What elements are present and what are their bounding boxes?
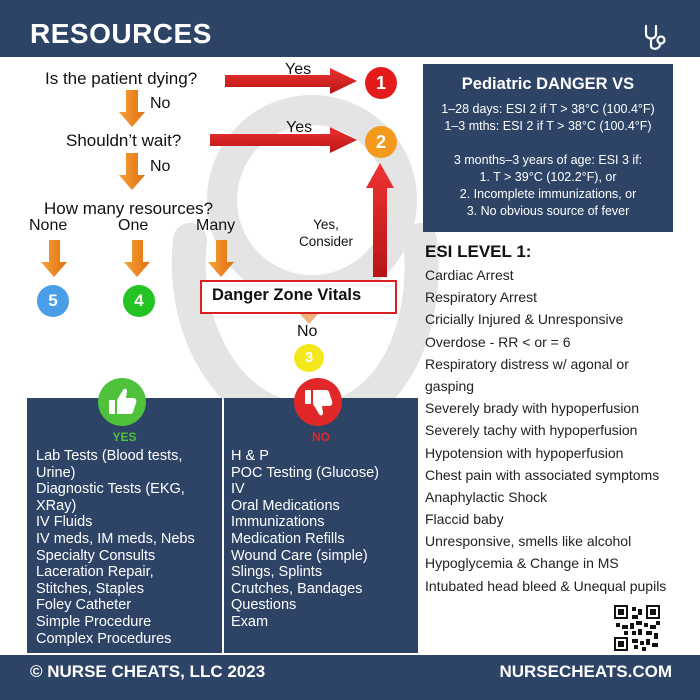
thumbs-up-icon <box>98 378 146 426</box>
list-item: Specialty Consults <box>36 547 156 564</box>
question-shouldnt-wait: Shouldn’t wait? <box>66 131 182 150</box>
list-item: Simple Procedure <box>36 613 152 630</box>
resources-none-label: None <box>29 217 68 234</box>
esi-level-4-badge: 4 <box>123 285 155 317</box>
list-item: Flaccid baby <box>425 511 504 528</box>
no-label-3: No <box>297 323 318 340</box>
list-item: IV Fluids <box>36 514 93 531</box>
thumbs-down-icon <box>294 378 342 426</box>
no-label-2: No <box>150 158 171 175</box>
list-item: Hypoglycemia & Change in MS <box>425 555 619 572</box>
list-item: Cricially Injured & Unresponsive <box>425 311 624 328</box>
list-item: Oral Medications <box>231 497 340 514</box>
list-item: Slings, Splints <box>231 564 323 581</box>
flow-arrows <box>41 68 394 324</box>
list-item: Foley Catheter <box>36 597 132 614</box>
arrow-many <box>208 240 234 277</box>
list-item: Cardiac Arrest <box>425 267 514 283</box>
list-item: Severely tachy with hypoperfusion <box>425 422 638 439</box>
arrow-consider-up <box>366 163 394 277</box>
yes-consider-label: Yes, Consider <box>299 216 353 250</box>
danger-zone-vitals-label: Danger Zone Vitals <box>212 286 362 304</box>
pediatric-line-2: 1–3 mths: ESI 2 if T > 38°C (100.4°F) <box>444 119 652 133</box>
list-item: Unresponsive, smells like alcohol <box>425 533 632 550</box>
list-item: Crutches, Bandages <box>231 580 363 597</box>
resources-one-label: One <box>118 217 149 234</box>
arrow-yes-2 <box>210 127 357 153</box>
esi-level-5-badge: 5 <box>37 285 69 317</box>
list-item: Laceration Repair, <box>36 564 154 581</box>
list-item: Intubated head bleed & Unequal pupils <box>425 577 667 594</box>
list-item: gasping <box>425 377 475 394</box>
arrow-no-2 <box>119 153 145 190</box>
pediatric-line-6: 3. No obvious source of fever <box>466 204 630 218</box>
page-title: RESOURCES <box>30 18 212 49</box>
esi-level-3-badge: 3 <box>294 344 324 372</box>
footer-website-link[interactable]: NURSECHEATS.COM <box>499 662 672 681</box>
pediatric-line-1: 1–28 days: ESI 2 if T > 38°C (100.4°F) <box>441 102 655 116</box>
arrow-yes-1 <box>225 68 357 94</box>
resources-many-label: Many <box>196 217 236 234</box>
no-resources-list: H & P POC Testing (Glucose) IV Oral Medi… <box>231 448 416 631</box>
list-item: IV <box>231 481 245 498</box>
esi-level-1-title: ESI LEVEL 1: <box>425 242 532 261</box>
yes-resources-panel <box>27 398 222 653</box>
list-item: XRay) <box>36 497 77 514</box>
esi-level-1-list: Cardiac Arrest Respiratory Arrest Cricia… <box>425 264 695 597</box>
list-item: H & P <box>231 448 269 464</box>
list-item: IV meds, IM meds, Nebs <box>36 530 195 547</box>
list-item: Immunizations <box>231 514 325 531</box>
list-item: Urine) <box>36 464 76 481</box>
arrow-no-1 <box>119 90 145 127</box>
pediatric-danger-title: Pediatric DANGER VS <box>461 75 635 93</box>
question-dying: Is the patient dying? <box>45 69 198 88</box>
list-item: Stitches, Staples <box>36 580 144 597</box>
list-item: Overdose - RR < or = 6 <box>425 333 571 350</box>
yes-panel-title: YES <box>112 430 137 444</box>
arrow-no-3 <box>300 304 318 324</box>
esi-level-2-badge: 2 <box>365 126 397 158</box>
question-resources: How many resources? <box>44 199 214 218</box>
pediatric-line-3: 3 months–3 years of age: ESI 3 if: <box>453 153 643 167</box>
list-item: Exam <box>231 613 269 630</box>
yes-consider-line-1: Yes, <box>313 217 339 232</box>
arrow-one <box>124 240 150 277</box>
list-item: Respiratory Arrest <box>425 289 538 306</box>
list-item: Chest pain with associated symptoms <box>425 466 660 483</box>
pediatric-line-5: 2. Incomplete immunizations, or <box>459 187 637 201</box>
list-item: Wound Care (simple) <box>231 547 368 564</box>
list-item: Respiratory distress w/ agonal or <box>425 355 629 372</box>
list-item: Diagnostic Tests (EKG, <box>36 481 185 498</box>
yes-consider-line-2: Consider <box>299 234 354 249</box>
footer-copyright: © NURSE CHEATS, LLC 2023 <box>30 662 266 681</box>
no-resources-panel <box>224 398 418 653</box>
yes-label-2: Yes <box>286 119 313 136</box>
pediatric-line-4: 1. T > 39°C (102.2°F), or <box>479 170 617 184</box>
no-label-1: No <box>150 95 171 112</box>
yes-label-1: Yes <box>285 61 312 78</box>
list-item: Severely brady with hypoperfusion <box>425 400 640 417</box>
list-item: Medication Refills <box>231 530 345 547</box>
no-panel-title: NO <box>312 430 330 444</box>
list-item: Questions <box>231 597 297 614</box>
list-item: Complex Procedures <box>36 630 172 647</box>
list-item: POC Testing (Glucose) <box>231 464 380 481</box>
header-bar <box>0 0 700 57</box>
esi-level-1-badge: 1 <box>365 67 397 99</box>
list-item: Hypotension with hypoperfusion <box>425 444 624 461</box>
danger-zone-vitals-box <box>200 280 397 314</box>
qr-code-icon <box>612 603 662 653</box>
list-item: Lab Tests (Blood tests, <box>36 448 183 464</box>
arrow-none <box>41 240 67 277</box>
yes-resources-list: Lab Tests (Blood tests, Urine) Diagnosti… <box>36 448 221 647</box>
footer-bar <box>0 655 700 700</box>
stethoscope-icon <box>644 24 666 50</box>
pediatric-danger-panel <box>423 64 673 232</box>
list-item: Anaphylactic Shock <box>425 488 548 505</box>
